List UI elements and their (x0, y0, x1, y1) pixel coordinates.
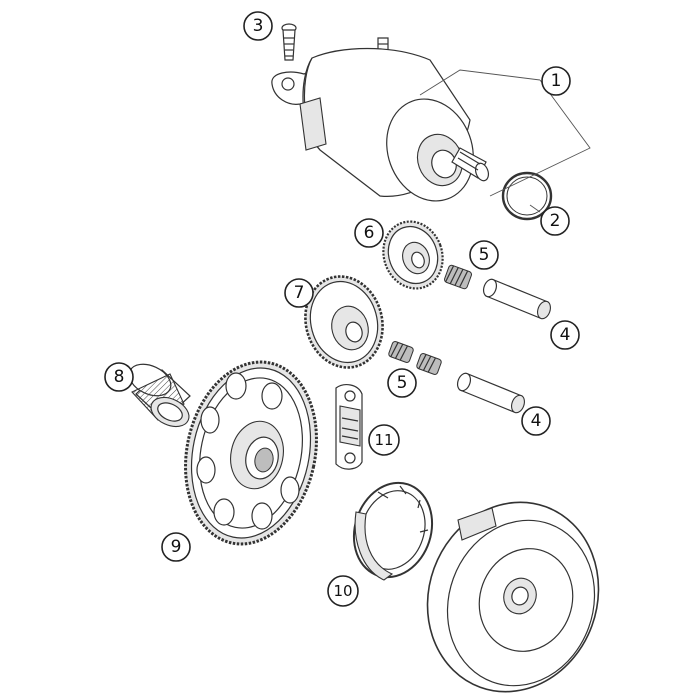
callout-5-lower: 5 (387, 368, 417, 398)
leader-lines (419, 69, 591, 213)
callout-label: 4 (560, 325, 571, 345)
callout-label: 11 (374, 431, 393, 449)
spring-lower-right (416, 353, 442, 375)
callout-4-lower: 4 (521, 406, 551, 436)
callout-10: 10 (327, 575, 359, 607)
callout-label: 5 (479, 245, 490, 265)
callout-5-upper: 5 (469, 240, 499, 270)
callout-9: 9 (161, 532, 191, 562)
callout-1: 1 (541, 66, 571, 96)
needle-bearing (128, 363, 191, 428)
callout-label: 4 (531, 411, 542, 431)
callout-label: 10 (333, 582, 352, 600)
callout-label: 2 (550, 211, 561, 231)
callout-6: 6 (354, 218, 384, 248)
callout-8: 8 (104, 362, 134, 392)
freewheel-segment (335, 384, 363, 470)
callout-3: 3 (243, 11, 273, 41)
o-ring (501, 171, 553, 221)
callout-2: 2 (540, 206, 570, 236)
spring-upper (443, 264, 473, 290)
intermediate-gear-large (304, 275, 384, 369)
callout-label: 5 (397, 373, 408, 393)
callout-label: 9 (171, 537, 182, 557)
starter-motor (271, 37, 490, 202)
callout-4-upper: 4 (550, 320, 580, 350)
intermediate-gear-small (382, 220, 444, 290)
spring-lower-left (388, 341, 414, 363)
callout-label: 3 (253, 16, 264, 36)
ring-gear (184, 360, 318, 546)
callout-label: 8 (114, 367, 125, 387)
freewheel-ring (352, 481, 434, 581)
flywheel-rotor (426, 501, 600, 693)
callout-7: 7 (284, 278, 314, 308)
screw (281, 23, 297, 61)
callout-label: 6 (364, 223, 375, 243)
callout-label: 1 (551, 71, 562, 91)
callout-11: 11 (368, 424, 400, 456)
shaft-upper (482, 278, 551, 320)
callout-label: 7 (294, 283, 305, 303)
shaft-lower (456, 372, 525, 414)
